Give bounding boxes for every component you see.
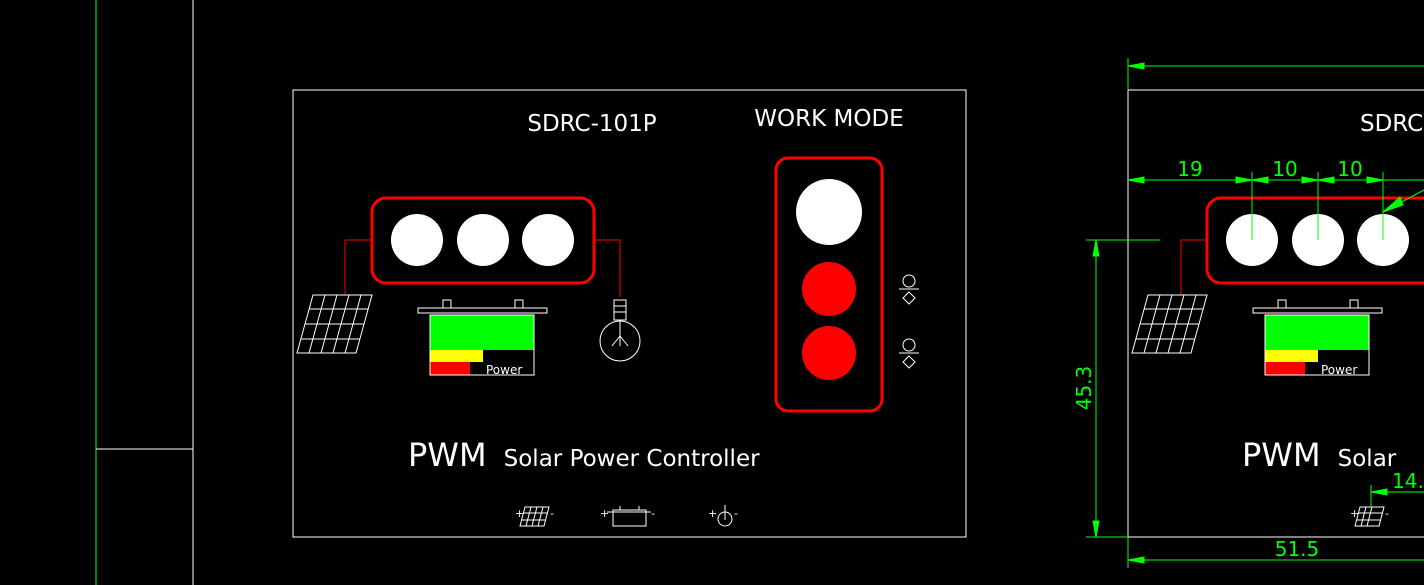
terminal-icons — [519, 505, 733, 527]
solar-led — [391, 214, 443, 266]
button-symbols — [899, 274, 919, 369]
dim-model-label: SDRC — [1360, 111, 1423, 137]
left-frame-lines — [95, 0, 194, 585]
work-mode-indicator-group — [774, 156, 884, 413]
dim-spacing-1: 10 — [1272, 157, 1297, 181]
dim-battery-power-label: Power — [1321, 363, 1357, 377]
terminal-sign-labels: + - + - + - — [515, 507, 738, 520]
minus-sign-solar: - — [550, 507, 554, 520]
dim-width: 51.5 — [1275, 537, 1320, 561]
battery-bar-red — [430, 362, 470, 375]
dimension-lines — [1086, 58, 1424, 568]
dim-panel-outline — [1127, 89, 1424, 538]
dim-title-prefix: PWM — [1242, 436, 1321, 474]
battery-bar-yellow — [430, 350, 483, 362]
dim-panel-title: PWM Solar — [1242, 436, 1397, 474]
mode-button-symbol-bottom — [899, 338, 919, 369]
dim-minus-sign: - — [1385, 507, 1389, 520]
minus-sign-lamp: - — [734, 507, 738, 520]
title-rest: Solar Power Controller — [504, 446, 760, 472]
load-led — [522, 214, 574, 266]
lamp-icon — [599, 299, 641, 362]
battery-power-label: Power — [486, 363, 522, 377]
model-label: SDRC-101P — [527, 111, 656, 137]
terminal-solar-icon — [519, 506, 550, 527]
minus-sign-battery: - — [651, 507, 655, 520]
dim-bottom-partial: 14. — [1392, 469, 1424, 493]
dimension-panel: SDRC Power — [1072, 58, 1424, 568]
wire-lines — [344, 239, 621, 297]
mode-button-symbol-top — [899, 274, 919, 305]
solar-panel-icon — [296, 294, 373, 354]
plus-sign-solar: + — [515, 507, 524, 520]
dim-terminal-solar-icon — [1354, 506, 1385, 527]
title-prefix: PWM — [408, 436, 487, 474]
dim-title-partial: Solar — [1338, 446, 1397, 472]
status-led-group — [370, 196, 596, 285]
dim-spacing-2: 10 — [1337, 157, 1362, 181]
main-panel: SDRC-101P WORK MODE — [292, 89, 967, 538]
work-mode-label: WORK MODE — [754, 106, 903, 132]
work-mode-led-red-top — [802, 262, 856, 316]
terminal-battery-icon — [607, 506, 651, 527]
dim-height: 45.3 — [1072, 366, 1096, 411]
battery-icon: Power — [417, 299, 548, 377]
battery-bar-green — [430, 315, 534, 350]
plus-sign-battery: + — [600, 507, 609, 520]
panel-outline — [292, 89, 967, 538]
work-mode-led-red-bottom — [802, 326, 856, 380]
terminal-lamp-icon — [717, 505, 733, 527]
dim-battery-icon: Power — [1252, 299, 1383, 377]
panel-title: PWM Solar Power Controller — [408, 436, 760, 474]
dim-solar-panel-icon — [1131, 294, 1208, 354]
battery-led — [457, 214, 509, 266]
dimension-labels: 19 10 10 45.3 51.5 14. — [1072, 157, 1424, 561]
work-mode-led-white — [796, 179, 862, 245]
dim-plus-sign: + — [1350, 507, 1359, 520]
plus-sign-lamp: + — [708, 507, 717, 520]
dim-left-offset: 19 — [1177, 157, 1202, 181]
